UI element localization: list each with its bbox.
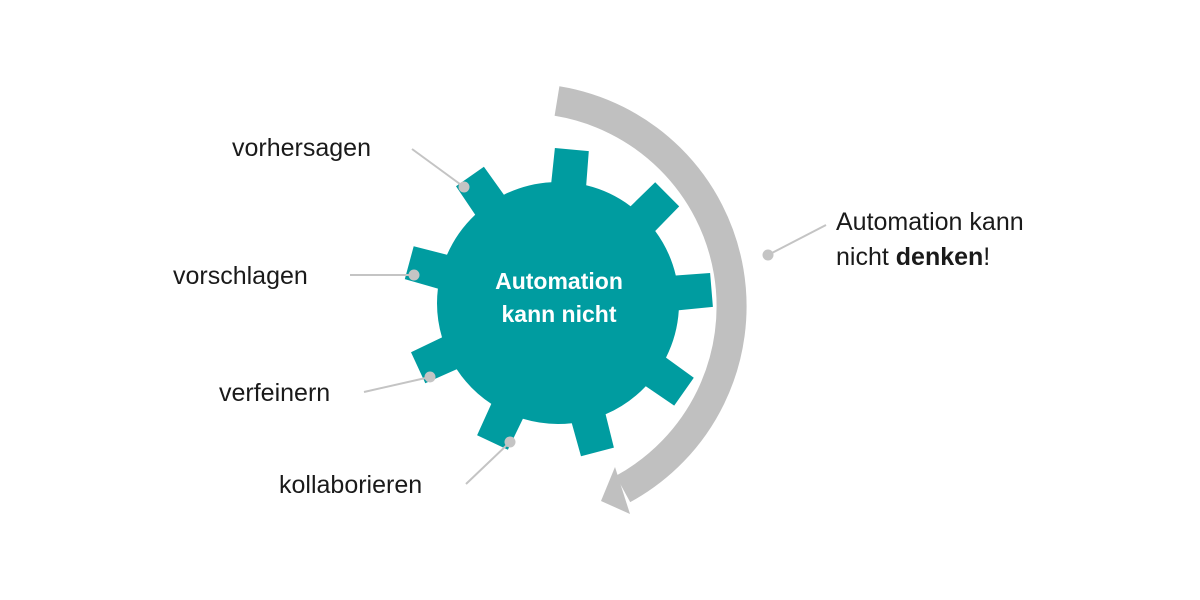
callout-line2-suffix: ! (983, 243, 991, 271)
callout-text: Automation kann nicht denken! (836, 205, 1024, 275)
label-verfeinern: verfeinern (219, 379, 331, 407)
callout-line2-prefix: nicht (836, 243, 896, 271)
gear-label-line2: kann nicht (501, 301, 617, 327)
cycle-arrow (554, 86, 747, 514)
cycle-arrow-arc (554, 86, 747, 503)
callout-bold-word: denken (895, 243, 984, 271)
callout-line1: Automation kann (836, 208, 1024, 236)
connector-callout (767, 224, 827, 256)
label-kollaborieren: kollaborieren (279, 471, 423, 499)
gear-label: Automation kann nicht (459, 265, 659, 331)
connector-vorhersagen (411, 148, 465, 188)
connector-dot-verfeinern (424, 371, 436, 383)
connector-verfeinern (363, 376, 431, 393)
label-vorschlagen: vorschlagen (173, 262, 308, 290)
gear-icon (404, 148, 713, 457)
connectors (350, 148, 827, 485)
connector-dot-callout (762, 249, 774, 261)
cycle-arrow-head (601, 467, 630, 514)
connector-kollaborieren (465, 441, 511, 485)
connector-dot-vorhersagen (458, 181, 470, 193)
gear-label-line1: Automation (495, 268, 623, 294)
callout-line2: nicht denken! (836, 240, 1024, 275)
connector-dot-vorschlagen (408, 269, 420, 281)
label-vorhersagen: vorhersagen (232, 134, 371, 162)
connector-dot-kollaborieren (504, 436, 516, 448)
